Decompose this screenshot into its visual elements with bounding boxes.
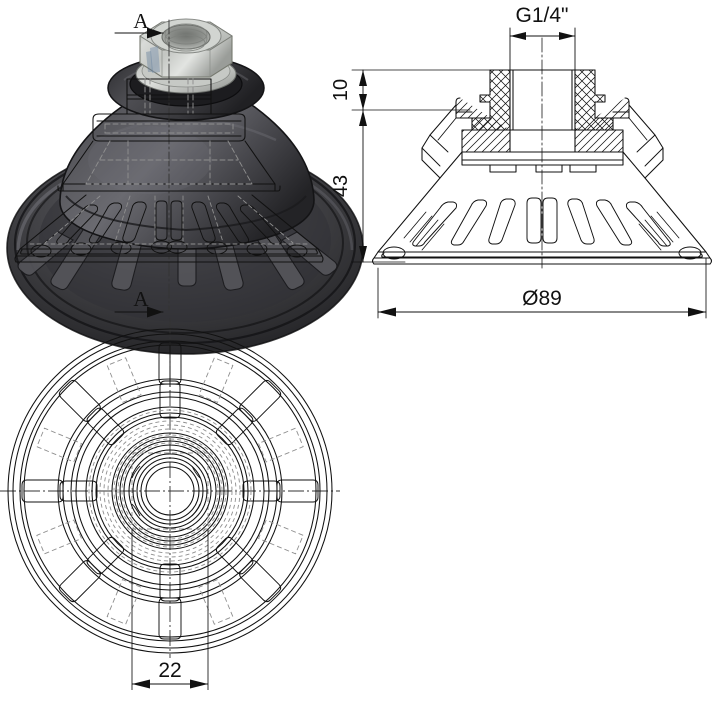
section-label-top: A — [133, 9, 149, 33]
dimension-label-height-43: 43 — [330, 175, 352, 197]
dimension-diameter-22 — [131, 529, 209, 690]
plan-collar-circles — [111, 432, 229, 550]
plan-bore-arcs — [131, 465, 201, 517]
dimension-height-10 — [351, 69, 503, 111]
front-rib-tips — [30, 240, 308, 258]
section-skirt-ribs — [412, 197, 671, 247]
front-lower-skirt — [14, 194, 324, 263]
section-cone-flanks — [421, 104, 664, 179]
plan-bore-circles — [128, 449, 212, 533]
section-collar-plate — [461, 151, 624, 173]
dimension-diameter-89 — [377, 257, 707, 319]
section-upper-boss — [455, 97, 630, 153]
section-rib-tips — [382, 246, 702, 260]
plan-hex-nut-hidden — [131, 452, 209, 530]
section-arrow-top — [114, 27, 164, 39]
dimension-label-height-10: 10 — [330, 79, 352, 101]
front-upper-collar-hidden — [104, 123, 234, 134]
plan-collar-circles-hidden — [113, 434, 227, 548]
product-photograph — [0, 0, 370, 369]
plan-radial-ribs — [21, 342, 319, 640]
dimension-label-diameter-22: 22 — [158, 659, 181, 682]
plan-cone-circles — [85, 406, 255, 576]
bottom-plan-view: 22 — [0, 318, 350, 707]
photo-nut-edges — [161, 50, 211, 77]
dimension-thread-g14 — [509, 27, 576, 77]
photo-hex-nut — [139, 18, 233, 78]
section-view-a-a: G1/4" 10 43 Ø89 — [330, 0, 722, 335]
front-elevation-view: A A — [0, 0, 340, 330]
dimension-label-diameter-89: Ø89 — [522, 287, 562, 310]
plan-cone-circles-hidden — [88, 409, 252, 573]
dimension-label-thread: G1/4" — [516, 4, 569, 27]
section-label-bottom: A — [133, 287, 149, 311]
section-skirt-texture — [403, 211, 680, 251]
dimension-height-43 — [351, 109, 406, 263]
front-nut-hidden-lines — [144, 78, 194, 115]
photo-nut-threads — [164, 23, 208, 52]
front-upper-collar — [92, 113, 246, 142]
front-skirt-hidden — [29, 195, 309, 245]
section-nut-bore — [509, 69, 576, 131]
section-skirt — [371, 177, 713, 265]
section-arrow-bottom — [114, 306, 164, 318]
plan-mid-circles — [57, 378, 283, 604]
front-cone-hidden — [85, 140, 253, 185]
plan-radial-ribs-mid — [36, 357, 304, 625]
